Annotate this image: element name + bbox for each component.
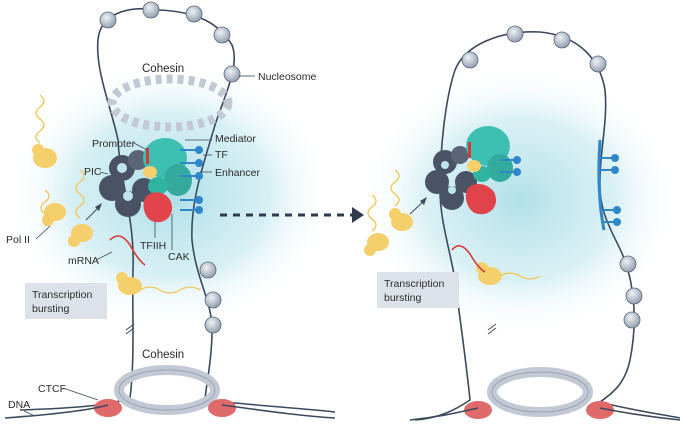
- right-panel: Transcription bursting: [360, 25, 681, 421]
- bursting-box-left: [25, 283, 107, 319]
- dna-baseline-right: [409, 407, 681, 421]
- condensate-left: [5, 60, 335, 330]
- bursting-label-left-2: bursting: [32, 303, 70, 315]
- label-enhancer: Enhancer: [215, 167, 260, 179]
- label-cohesin-top: Cohesin: [142, 63, 184, 75]
- mrna-strands-left: [35, 94, 201, 294]
- pol-ii-molecules-left: [32, 144, 142, 295]
- transition-arrow: [220, 207, 364, 223]
- nucleosomes-left: [99, 1, 241, 334]
- pol-ii-arrowhead-right: [420, 197, 427, 205]
- dna-break-left: [125, 323, 135, 335]
- pic-complex-right: [425, 146, 477, 210]
- label-mrna: mRNA: [68, 255, 99, 267]
- tfiih-complex-left: [143, 192, 173, 223]
- cohesin-ring-dashed-left: [107, 74, 233, 132]
- ctcf-left: [94, 399, 236, 417]
- mediator-complex-right: [466, 126, 513, 182]
- label-pic: PIC: [84, 166, 102, 178]
- label-tf: TF: [215, 149, 228, 161]
- label-nucleosome: Nucleosome: [258, 71, 317, 83]
- ctcf-right: [464, 401, 614, 419]
- condensate-right: [360, 65, 680, 335]
- pol-ii-arrowhead-left: [95, 203, 102, 211]
- label-promoter: Promoter: [92, 138, 136, 150]
- pic-complex-left: [99, 150, 156, 217]
- bursting-box-right: [377, 272, 459, 308]
- label-pol-ii: Pol II: [6, 234, 30, 246]
- tfiih-complex-right: [465, 184, 497, 215]
- tf-markers-released-right: [600, 154, 621, 226]
- dna-break-right: [487, 323, 497, 335]
- tf-markers-left: [180, 146, 203, 214]
- label-cohesin-bottom: Cohesin: [142, 349, 184, 361]
- dna-baseline-left: [4, 404, 336, 419]
- label-mediator: Mediator: [215, 133, 256, 145]
- bursting-label-left-1: Transcription: [32, 289, 92, 301]
- promoter-mark-right: [468, 142, 471, 158]
- pol-ii-bound-left: [143, 166, 157, 178]
- nucleosomes-right: [461, 25, 643, 329]
- mrna-strands-right: [367, 169, 541, 280]
- tf-markers-right: [500, 156, 521, 176]
- label-tfiih: TFIIH: [140, 240, 166, 252]
- bursting-label-right-2: bursting: [384, 292, 422, 304]
- pol-ii-bound-right: [467, 160, 481, 172]
- promoter-mark-left: [146, 148, 149, 164]
- label-dna: DNA: [8, 399, 30, 411]
- pol-ii-molecules-right: [364, 208, 502, 285]
- label-cak: CAK: [168, 251, 190, 263]
- bursting-label-right-1: Transcription: [384, 278, 444, 290]
- left-panel: Transcription bursting Cohesin Nucleosom…: [4, 1, 336, 419]
- label-ctcf: CTCF: [38, 383, 66, 395]
